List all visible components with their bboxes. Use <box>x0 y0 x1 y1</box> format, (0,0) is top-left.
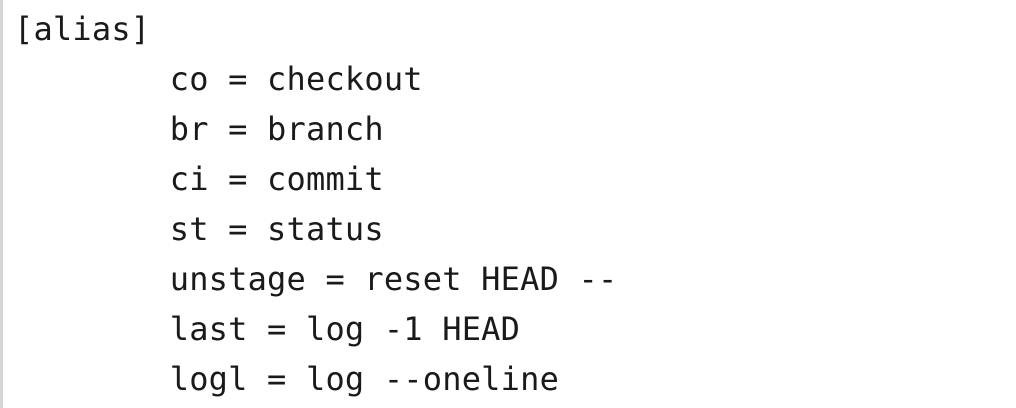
code-line-alias-last: last = log -1 HEAD <box>14 310 521 348</box>
code-line-alias-st: st = status <box>14 210 384 248</box>
code-line-section-header: [alias] <box>14 10 151 48</box>
code-line-alias-unstage: unstage = reset HEAD -- <box>14 260 618 298</box>
code-line-alias-logl: logl = log --oneline <box>14 360 560 398</box>
code-line-alias-br: br = branch <box>14 110 384 148</box>
code-line-alias-ci: ci = commit <box>14 160 384 198</box>
code-line-alias-co: co = checkout <box>14 60 423 98</box>
